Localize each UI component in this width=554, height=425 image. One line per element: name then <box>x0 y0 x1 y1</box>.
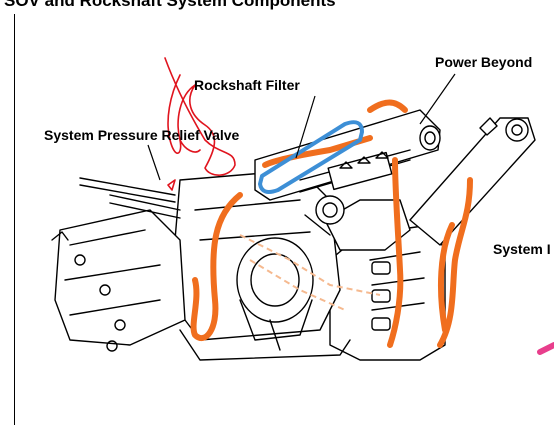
system-pressure-relief-valve-label: System Pressure Relief Valve <box>44 127 240 143</box>
rockshaft-filter-highlight <box>258 120 364 194</box>
hose-left <box>190 192 243 342</box>
leader-relief-valve <box>147 144 161 181</box>
hose-right-upper <box>367 99 408 113</box>
base-frame <box>179 329 351 361</box>
leader-rockshaft-filter <box>295 95 316 159</box>
rockshaft-filter-label: Rockshaft Filter <box>194 77 300 93</box>
pump-body <box>54 209 186 346</box>
hose-right-loop-2 <box>437 177 473 348</box>
leader-power-beyond <box>419 73 456 125</box>
pink-pointer <box>537 342 554 355</box>
hose-right-loop-3 <box>437 222 455 333</box>
system-label-cut: System I <box>493 241 551 257</box>
linkage <box>324 199 411 251</box>
motor-cylinder <box>236 237 314 323</box>
hose-right-loop-1 <box>387 157 404 348</box>
power-beyond-label: Power Beyond <box>435 54 533 70</box>
red-annotation-scribble <box>164 57 236 191</box>
page-title: SOV and Rockshaft System Components <box>4 0 336 10</box>
page-border-left <box>14 14 15 425</box>
